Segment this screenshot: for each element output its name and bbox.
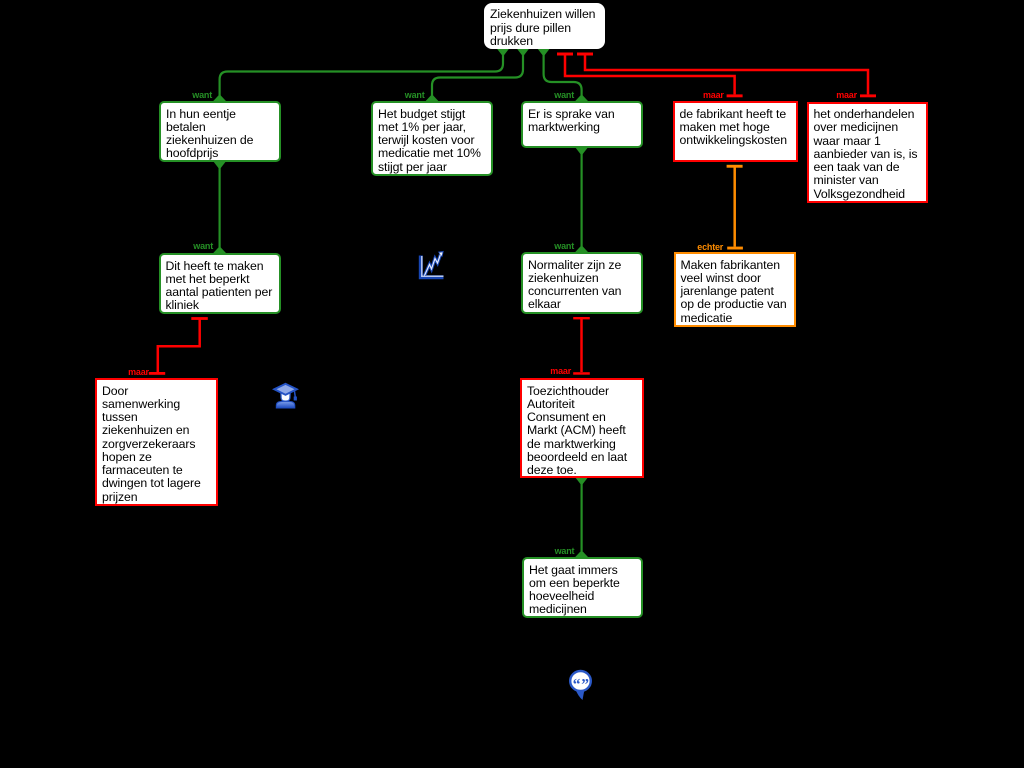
svg-text:”: ”	[581, 677, 589, 694]
svg-text:“: “	[573, 677, 581, 694]
